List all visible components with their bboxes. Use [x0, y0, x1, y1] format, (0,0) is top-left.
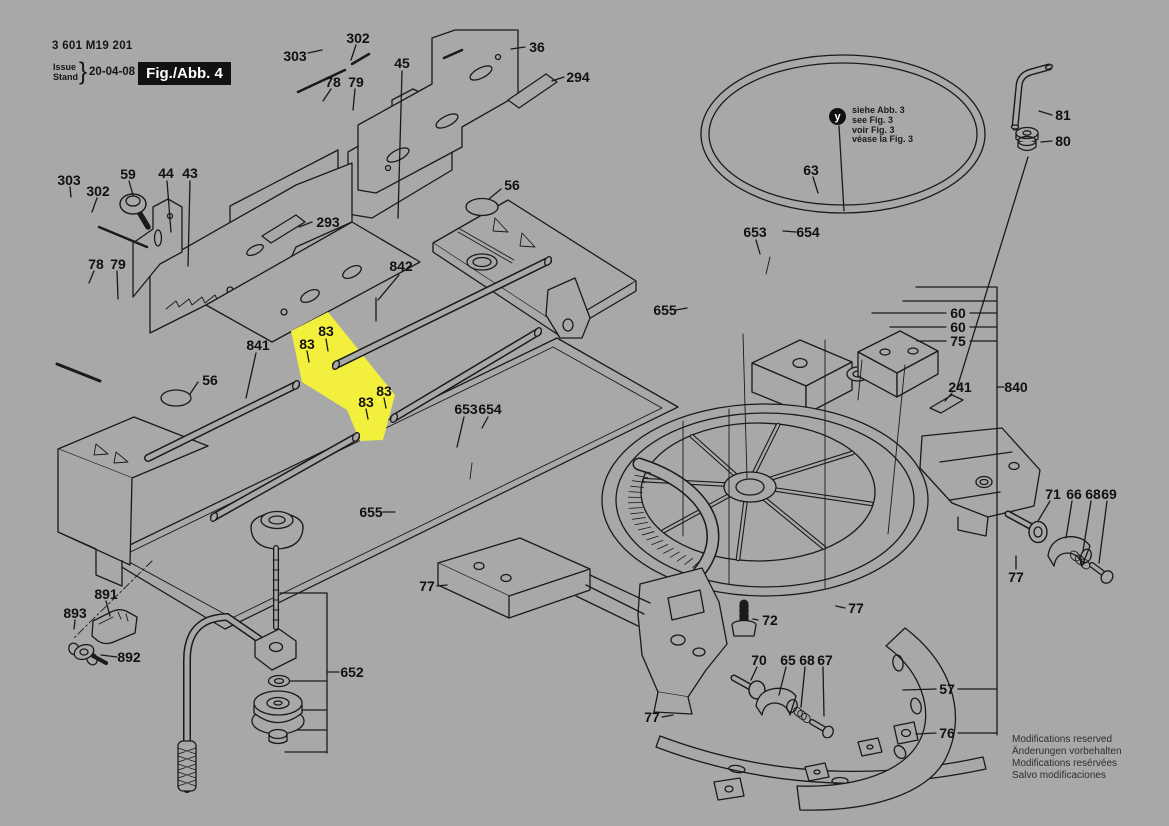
base-left-arm — [437, 537, 651, 627]
fasteners-top-left — [55, 48, 464, 407]
turntable — [601, 333, 929, 597]
cap-56-left — [160, 389, 192, 407]
base-right-fork-arm — [919, 427, 1041, 537]
footer-line-es: Salvo modificaciones — [1012, 770, 1106, 781]
base-front-latch — [637, 567, 728, 715]
issue-date: 20-04-08 — [89, 66, 136, 78]
see-figure-note: siehe Abb. 3 see Fig. 3 voir Fig. 3 véas… — [852, 105, 914, 145]
rod-841 — [209, 327, 543, 522]
footer-line-fr: Modifications resérvées — [1012, 758, 1118, 769]
modifications-note: Modifications reserved Änderungen vorbeh… — [1012, 734, 1122, 782]
leader-lines — [69, 44, 1108, 735]
issue-label: Issue — [53, 62, 77, 72]
table-wing-left — [57, 416, 209, 640]
highlight-region-83 — [291, 312, 395, 441]
fence-plate-36 — [357, 29, 519, 194]
square-nut-76 — [893, 721, 919, 745]
label-plate-293 — [261, 214, 306, 244]
cap-56-center — [465, 197, 499, 217]
detent-set-front — [730, 674, 834, 739]
callout-y-symbol: y — [829, 108, 846, 125]
footer-line-de: Änderungen vorbehalten — [1012, 746, 1122, 757]
clamp-assembly-652 — [177, 510, 305, 793]
table-insert — [432, 197, 637, 339]
stand-label: Stand — [53, 72, 79, 82]
grommet-80 — [1015, 126, 1039, 152]
group-bracket-652 — [279, 592, 328, 754]
segment-57 — [796, 627, 956, 811]
label-plate-294 — [507, 73, 558, 109]
wing-knob-892 — [68, 642, 108, 666]
bevel-set-right — [1004, 510, 1114, 584]
footer-line-en: Modifications reserved — [1012, 734, 1113, 745]
group-bracket-840 — [902, 286, 998, 736]
note-line-es: véase la Fig. 3 — [852, 134, 914, 145]
slide-base-plate — [104, 337, 679, 630]
hex-key-81 — [1010, 63, 1054, 131]
brace-glyph: } — [79, 57, 88, 86]
figure-number-box: Fig./Abb. 4 — [138, 62, 231, 85]
knob-59 — [119, 193, 151, 230]
rod-842 — [144, 256, 553, 462]
issue-stand-block: Issue Stand } 20-04-08 — [53, 57, 136, 86]
assembly-axis-line — [72, 560, 153, 640]
plate-891 — [91, 609, 138, 645]
base-rear-brackets — [751, 330, 939, 415]
fence-lower-assembly — [119, 162, 421, 343]
base-screws — [682, 281, 909, 589]
label-plate-241 — [929, 394, 964, 414]
product-code: 3 601 M19 201 — [52, 40, 133, 52]
note-line-de: siehe Abb. 3 — [852, 105, 905, 115]
note-line-en: see Fig. 3 — [852, 114, 894, 125]
bolt-72 — [731, 599, 757, 637]
note-line-fr: voir Fig. 3 — [852, 124, 895, 135]
